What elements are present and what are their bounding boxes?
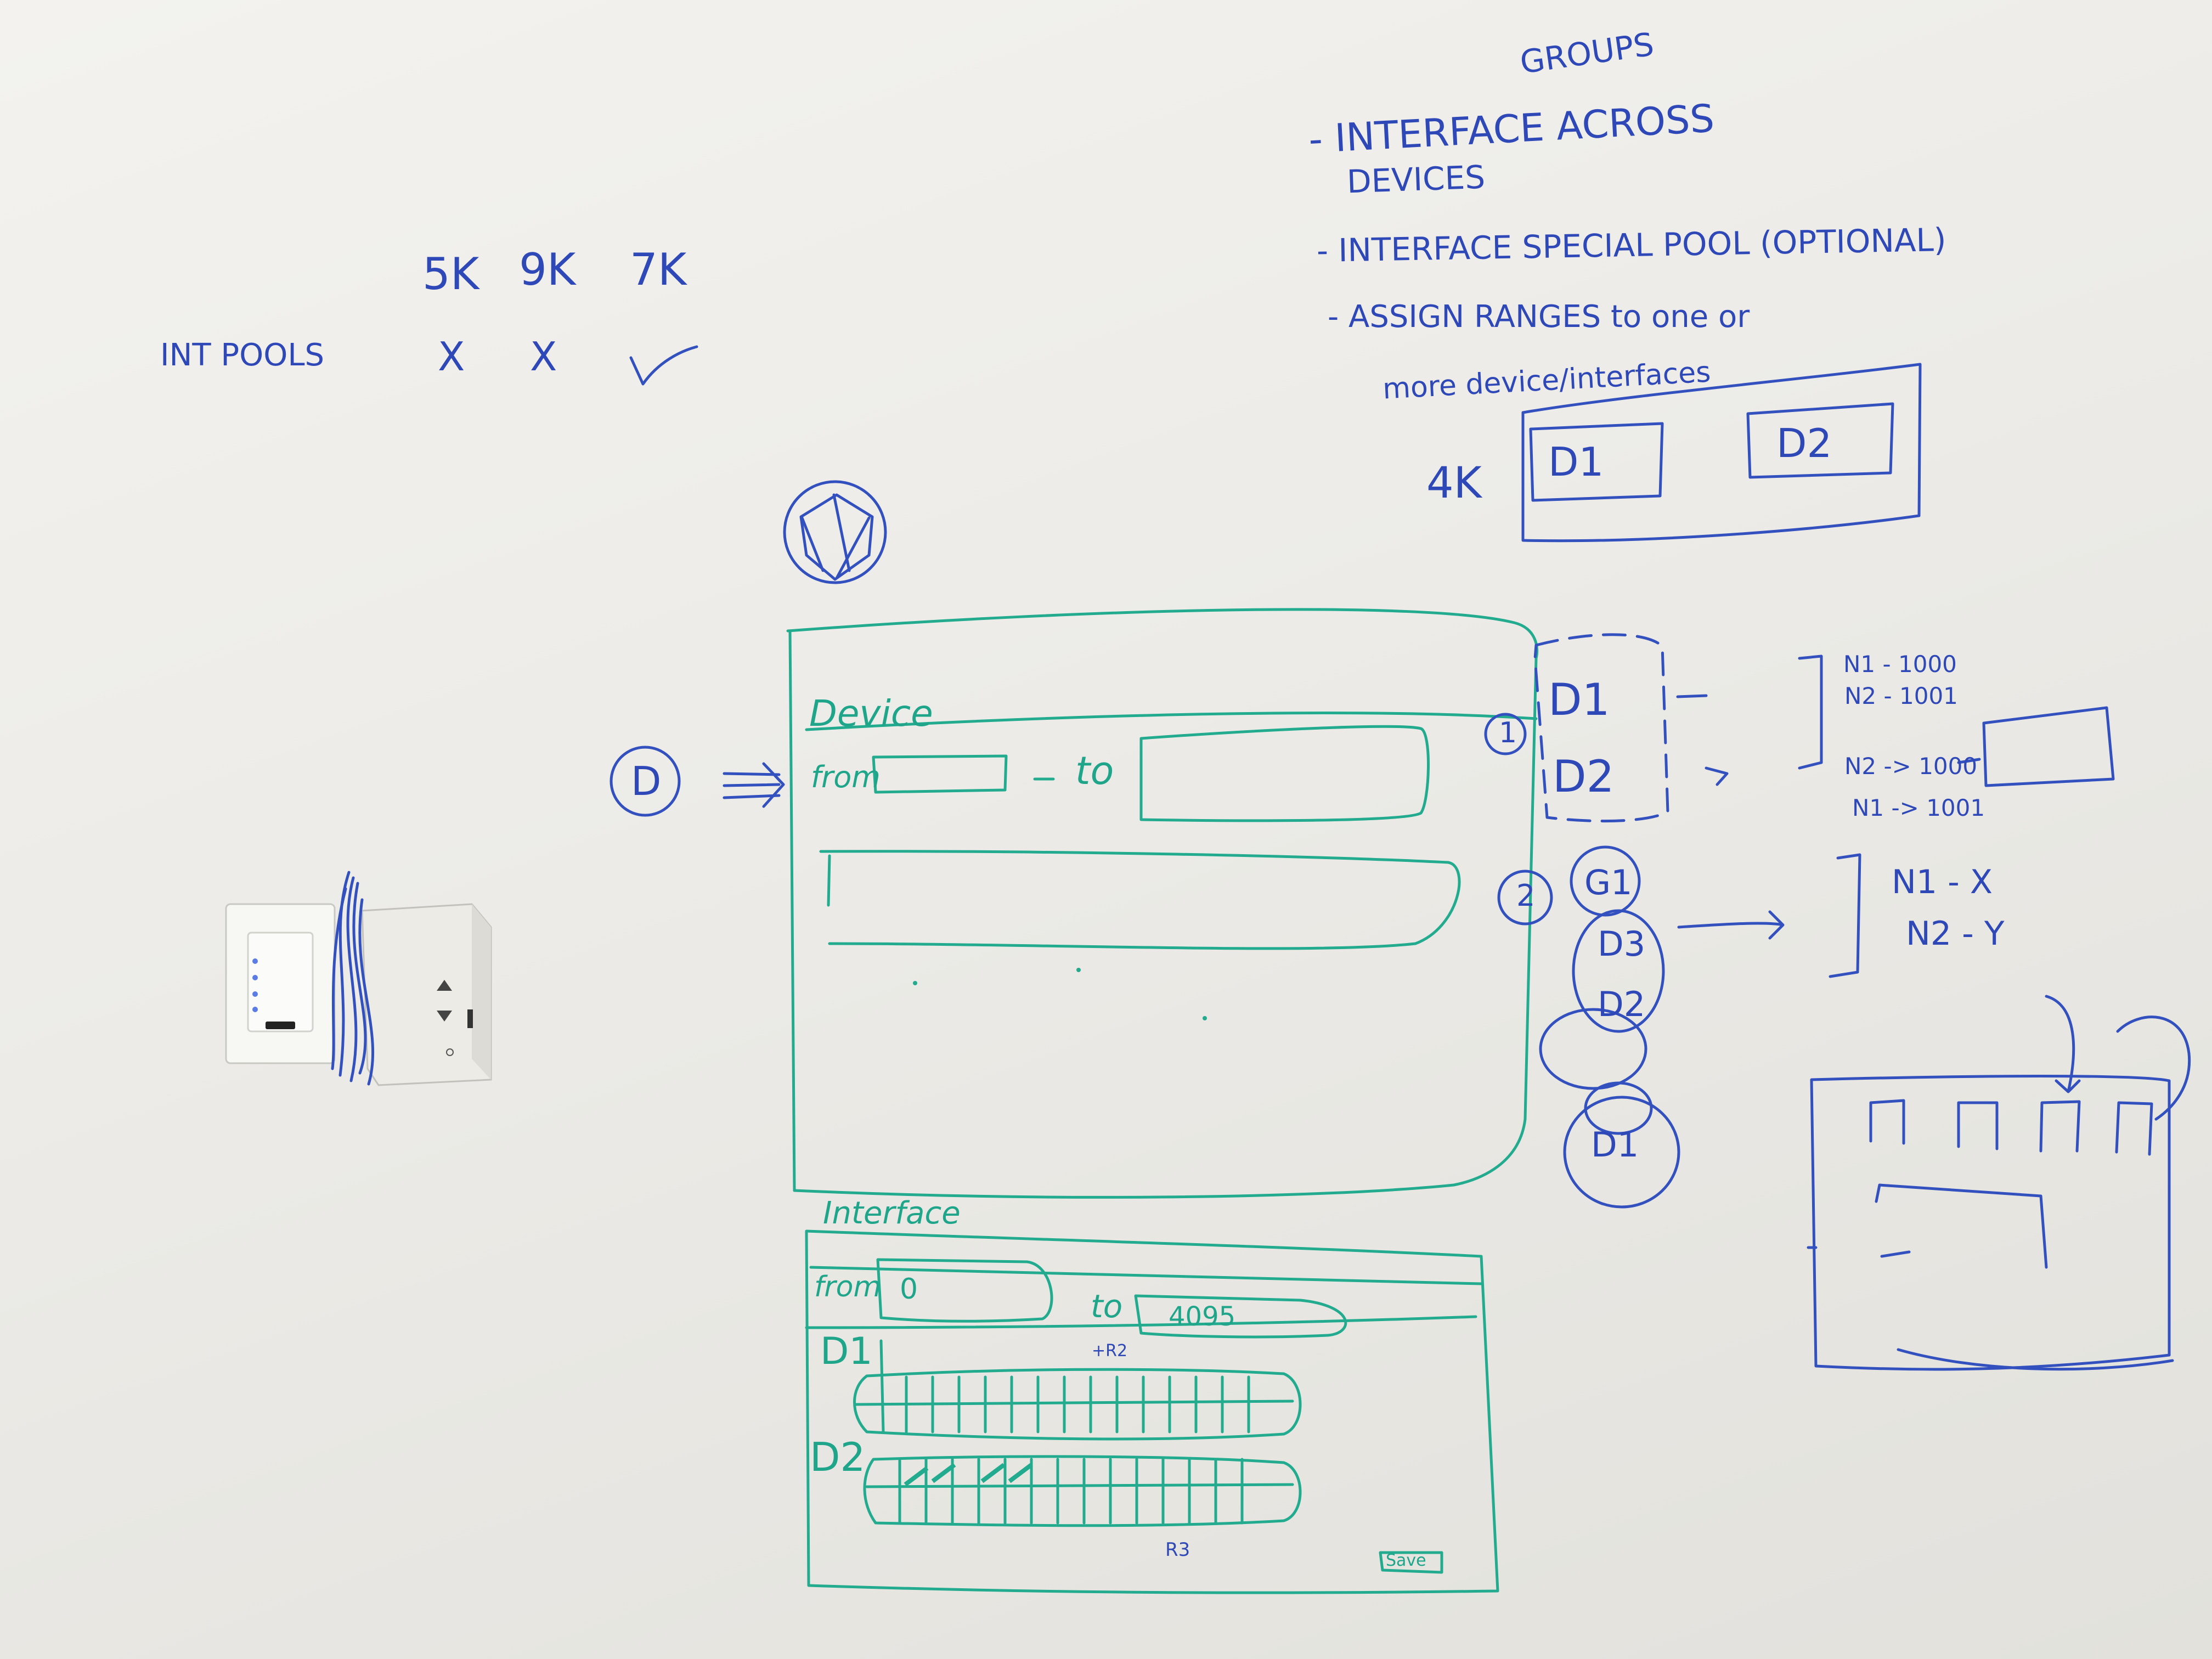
pool-box-label: 4K — [1426, 459, 1482, 508]
interface-window — [805, 1229, 1499, 1594]
interface-row-d1-label: D1 — [820, 1330, 873, 1373]
option-1-n1: N1 - 1000 — [1843, 651, 1957, 678]
pool-box — [1521, 363, 1922, 543]
option-2-item-2: D3 — [1598, 924, 1646, 964]
option-2-n1: N1 - X — [1892, 863, 1993, 901]
pool-mark-7k: ✓ — [680, 307, 681, 308]
pool-col-9k: 9K — [519, 244, 576, 295]
logo-sketch — [783, 480, 887, 584]
pool-col-7k: 7K — [630, 244, 687, 295]
interface-row-d2-label: D2 — [810, 1434, 866, 1480]
pool-box-d1: D1 — [1548, 439, 1604, 485]
interface-from-label: from — [814, 1271, 882, 1304]
interface-mark-r3: R3 — [1165, 1539, 1190, 1561]
device-window — [786, 608, 1539, 1199]
interface-row-d2 — [863, 1455, 1302, 1527]
option-1-number: 1 — [1499, 716, 1517, 749]
pool-box-d2: D2 — [1776, 420, 1832, 466]
interface-to-value[interactable]: 4095 — [1169, 1301, 1236, 1332]
interface-row-d1 — [853, 1339, 1302, 1441]
pool-mark-5k: X — [438, 334, 465, 380]
option-1-n2: N2 - 1001 — [1844, 682, 1958, 709]
option-2-n2: N2 - Y — [1906, 915, 2005, 953]
option-2-item-3: D2 — [1598, 984, 1646, 1024]
option-2-group — [1497, 845, 1861, 1209]
option-2-item-4: D1 — [1591, 1125, 1639, 1165]
option-1-d1: D1 — [1548, 674, 1610, 725]
pool-row-label: INT POOLS — [160, 337, 325, 373]
device-to-label: to — [1075, 748, 1114, 793]
option-1-n4: N1 -> 1001 — [1852, 794, 1985, 821]
interface-to-label: to — [1091, 1288, 1123, 1325]
device-label: Device — [809, 692, 933, 735]
wire-bundle — [331, 871, 375, 1086]
pool-mark-9k: X — [530, 334, 557, 380]
device-from-label: from — [811, 760, 881, 794]
device-range-row — [872, 725, 1430, 822]
arrow-to-form — [723, 762, 785, 808]
step-d-label: D — [631, 758, 662, 804]
pool-col-5k: 5K — [422, 249, 479, 300]
header-line-2: DEVICES — [1346, 158, 1486, 201]
wall-switch — [225, 903, 336, 1064]
interface-label: Interface — [823, 1195, 961, 1231]
header-line-4: - ASSIGN RANGES to one or — [1328, 299, 1750, 335]
option-2-number: 2 — [1516, 878, 1536, 913]
device-second-row — [819, 850, 1461, 1020]
interface-save-button[interactable]: Save — [1386, 1551, 1426, 1570]
interface-from-value[interactable]: 0 — [900, 1273, 918, 1306]
option-1-n3: N2 -> 1000 — [1844, 753, 1978, 780]
option-2-item-1: G1 — [1584, 862, 1633, 902]
option-1-d2: D2 — [1553, 751, 1615, 802]
grid-sketch — [1807, 995, 2191, 1371]
interface-mark-r2: +R2 — [1092, 1341, 1128, 1361]
save-button-outline — [1379, 1551, 1443, 1574]
check-mark — [629, 345, 698, 386]
wall-hub-box — [361, 903, 492, 1086]
step-d-circle — [610, 746, 681, 817]
option-1-group — [1484, 633, 2115, 823]
